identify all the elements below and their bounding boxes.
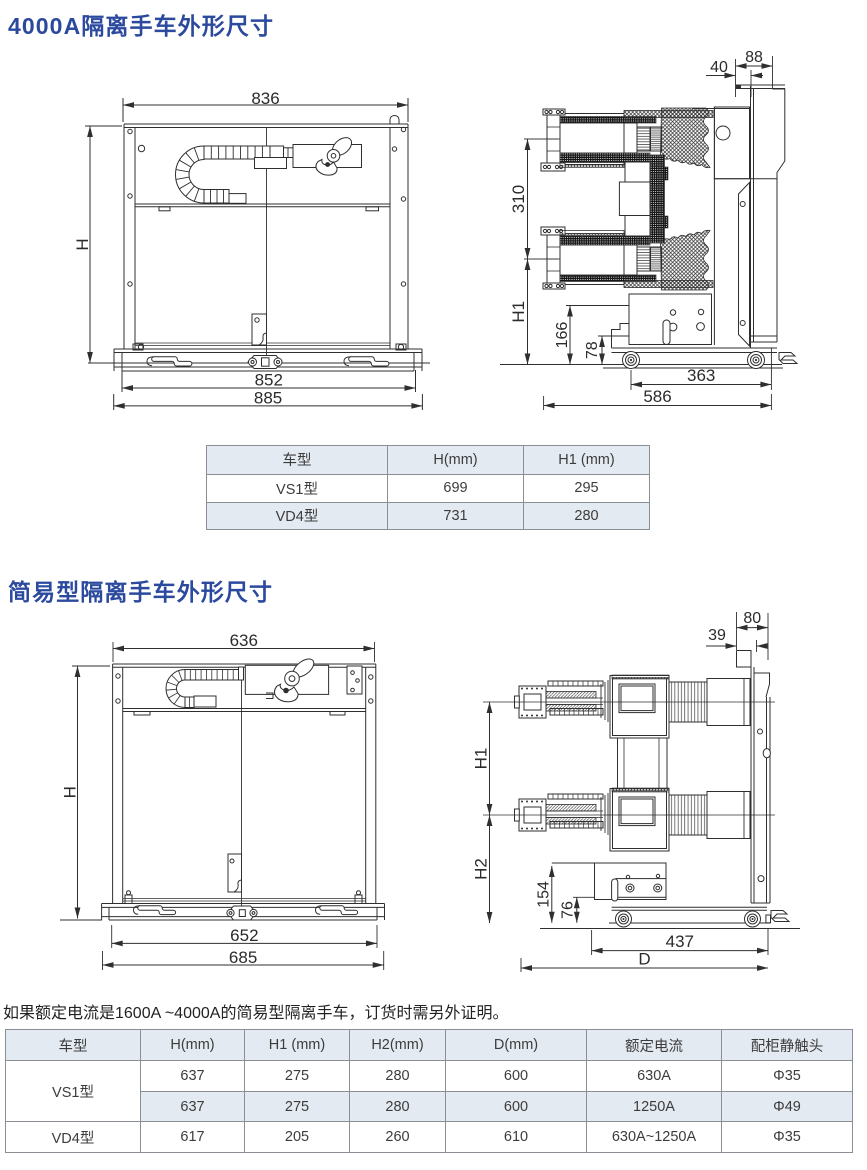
svg-text:78: 78: [584, 341, 601, 359]
svg-text:80: 80: [743, 610, 761, 627]
svg-text:586: 586: [643, 387, 671, 406]
svg-text:437: 437: [666, 932, 694, 951]
svg-text:166: 166: [554, 322, 571, 349]
svg-text:88: 88: [745, 49, 763, 66]
svg-text:H: H: [73, 238, 92, 250]
svg-text:685: 685: [229, 948, 257, 967]
svg-text:H: H: [61, 786, 80, 798]
svg-text:885: 885: [254, 389, 282, 408]
svg-text:H1: H1: [509, 301, 528, 323]
svg-text:636: 636: [230, 631, 258, 650]
svg-text:836: 836: [251, 89, 279, 108]
svg-text:40: 40: [710, 59, 728, 76]
svg-text:310: 310: [509, 185, 528, 213]
svg-text:154: 154: [536, 881, 553, 908]
svg-text:H1: H1: [472, 748, 491, 770]
svg-text:852: 852: [255, 371, 283, 390]
svg-text:363: 363: [687, 366, 715, 385]
svg-text:652: 652: [230, 926, 258, 945]
svg-text:D: D: [638, 950, 650, 969]
svg-text:76: 76: [560, 901, 577, 919]
svg-text:39: 39: [708, 627, 726, 644]
svg-text:H2: H2: [472, 858, 491, 880]
